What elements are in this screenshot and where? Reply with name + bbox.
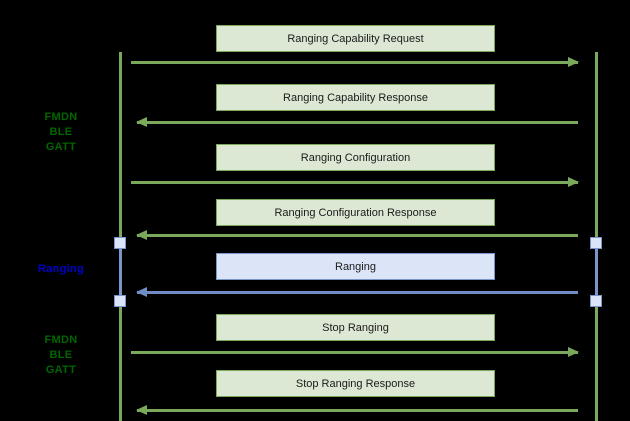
- left-lifeline-lower: [119, 306, 122, 421]
- right-activation-start: [590, 237, 602, 249]
- phase-label-ranging: Ranging: [37, 263, 85, 275]
- arrow-head-right-icon: [568, 57, 579, 67]
- message-label: Ranging Configuration Response: [274, 206, 437, 219]
- message-label: Stop Ranging Response: [295, 377, 416, 390]
- message-label: Ranging Configuration: [300, 151, 411, 164]
- message-arrow-stop-ranging: [131, 347, 579, 357]
- right-activation-end: [590, 295, 602, 307]
- arrow-shaft: [137, 234, 578, 237]
- arrow-head-right-icon: [568, 347, 579, 357]
- message-label: Ranging Capability Request: [287, 32, 424, 45]
- message-box-ranging: Ranging: [216, 253, 495, 280]
- right-lifeline-upper: [595, 52, 598, 242]
- message-box-stop-ranging: Stop Ranging: [216, 314, 495, 341]
- phase-label-fmdn-ble-gatt-bottom: FMDN BLE GATT: [44, 334, 78, 376]
- arrow-shaft: [131, 181, 578, 184]
- arrow-head-left-icon: [136, 230, 147, 240]
- message-box-ranging-configuration-response: Ranging Configuration Response: [216, 199, 495, 226]
- message-arrow-stop-ranging-response: [136, 405, 578, 415]
- left-lifeline-upper: [119, 52, 122, 242]
- right-lifeline-lower: [595, 306, 598, 421]
- message-arrow-ranging-capability-response: [136, 117, 578, 127]
- arrow-head-right-icon: [568, 177, 579, 187]
- message-box-stop-ranging-response: Stop Ranging Response: [216, 370, 495, 397]
- message-label: Ranging: [335, 260, 376, 273]
- arrow-head-left-icon: [136, 405, 147, 415]
- message-arrow-ranging-capability-request: [131, 57, 579, 67]
- arrow-shaft: [137, 291, 578, 294]
- left-activation-start: [114, 237, 126, 249]
- message-arrow-ranging-configuration: [131, 177, 579, 187]
- arrow-shaft: [131, 61, 578, 64]
- phase-label-fmdn-ble-gatt-top: FMDN BLE GATT: [44, 111, 78, 153]
- left-activation-end: [114, 295, 126, 307]
- arrow-shaft: [137, 409, 578, 412]
- arrow-shaft: [131, 351, 578, 354]
- message-box-ranging-configuration: Ranging Configuration: [216, 144, 495, 171]
- message-arrow-ranging: [136, 287, 578, 297]
- message-arrow-ranging-configuration-response: [136, 230, 578, 240]
- message-box-ranging-capability-request: Ranging Capability Request: [216, 25, 495, 52]
- arrow-shaft: [137, 121, 578, 124]
- left-lifeline-ranging-segment: [119, 242, 122, 306]
- message-label: Ranging Capability Response: [283, 91, 428, 104]
- arrow-head-left-icon: [136, 117, 147, 127]
- message-box-ranging-capability-response: Ranging Capability Response: [216, 84, 495, 111]
- arrow-head-left-icon: [136, 287, 147, 297]
- message-label: Stop Ranging: [322, 321, 389, 334]
- right-lifeline-ranging-segment: [595, 242, 598, 306]
